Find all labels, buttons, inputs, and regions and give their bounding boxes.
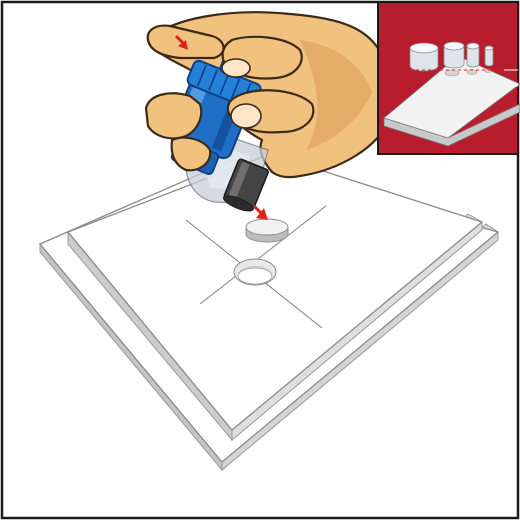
hand-ring-finger <box>146 93 201 138</box>
index-fingernail <box>222 59 250 77</box>
detail-inset <box>378 2 520 154</box>
inset-disc-small <box>467 43 479 67</box>
inset-hole-large <box>412 72 432 80</box>
inset-disc-medium <box>444 42 464 68</box>
inset-disc-tiny <box>485 46 493 66</box>
ejected-disc <box>246 219 288 242</box>
inset-hole-medium <box>445 70 459 76</box>
board-hole <box>234 259 276 285</box>
inset-disc-large <box>410 43 438 71</box>
middle-fingernail <box>231 104 261 128</box>
